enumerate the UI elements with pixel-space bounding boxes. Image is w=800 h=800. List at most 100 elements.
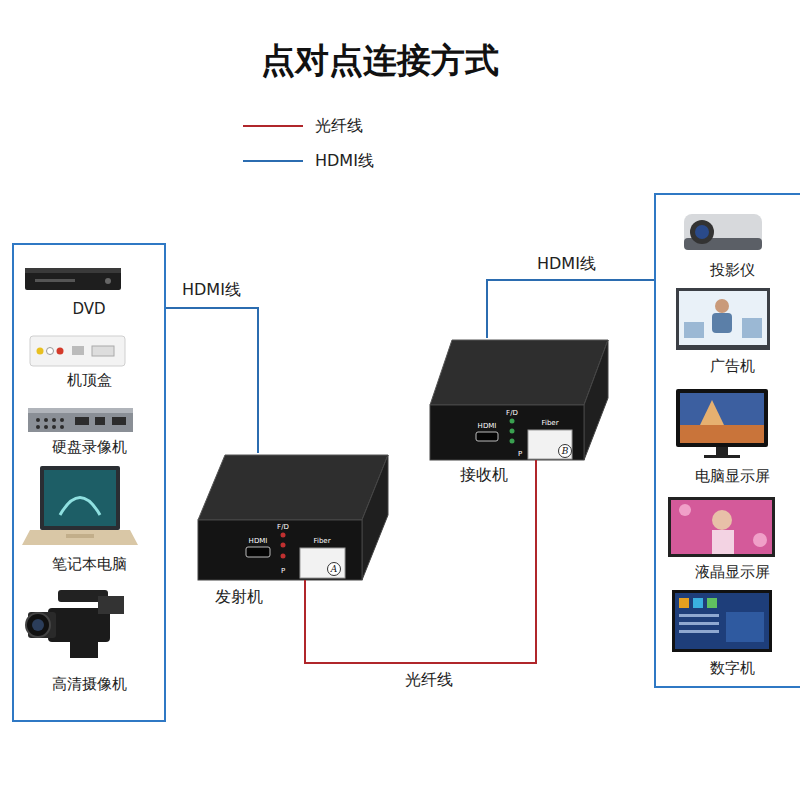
transmitter-box: 发射机 — [198, 453, 388, 580]
digital-tv-icon — [672, 590, 772, 652]
set-top-box-icon-part — [47, 348, 54, 355]
device-name: 数字机 — [656, 659, 800, 677]
laptop-icon-part — [22, 530, 138, 545]
unit-name: 接收机 — [460, 466, 508, 484]
transmitter-drawing-part — [246, 547, 270, 557]
receiver-drawing-part — [430, 340, 608, 405]
lcd-icon-part — [712, 530, 734, 554]
port-label: F/D — [277, 524, 289, 531]
transmitter-drawing-part — [362, 455, 388, 580]
drawing-part-part — [75, 417, 89, 425]
drawing-part-part — [52, 418, 56, 422]
camera-icon-part — [98, 596, 124, 614]
receiver-drawing-part — [559, 445, 572, 458]
device-name: 液晶显示屏 — [656, 563, 800, 581]
set-top-box-icon-part — [92, 346, 114, 356]
drawing-part-part — [95, 417, 105, 425]
laptop-icon-part — [60, 498, 100, 516]
lcd-icon-part — [712, 510, 732, 530]
transmitter-drawing-part — [328, 563, 341, 576]
digital-tv-icon-part — [675, 593, 769, 649]
cable-label: HDMI线 — [535, 255, 598, 273]
dvd-icon-part — [105, 278, 111, 284]
device-name: 高清摄像机 — [14, 675, 164, 693]
set-top-box-icon-part — [72, 346, 84, 355]
hdmi-cable — [487, 280, 654, 338]
monitor-icon-part — [716, 447, 728, 455]
receiver-drawing — [430, 340, 608, 460]
device-name: 广告机 — [656, 357, 800, 375]
transmitter-drawing-part — [281, 533, 286, 538]
display-panel: 投影仪广告机电脑显示屏液晶显示屏数字机 — [654, 193, 800, 688]
device-name: 笔记本电脑 — [14, 555, 164, 573]
projector-icon-part — [695, 225, 709, 239]
legend-lines-part — [243, 125, 303, 127]
receiver-drawing-part — [528, 430, 572, 459]
receiver-drawing-part — [510, 439, 515, 444]
port-label: HDMI — [249, 538, 268, 545]
port-label: P — [518, 451, 522, 458]
ad-machine-icon-part — [715, 299, 729, 313]
camera-icon-part — [32, 619, 44, 631]
camera-icon-part — [70, 642, 98, 658]
digital-tv-icon-part — [726, 612, 764, 642]
set-top-box-icon-part — [30, 336, 125, 366]
dvr-icon-part — [28, 408, 133, 432]
monitor-icon-part — [704, 455, 740, 458]
device-name: 机顶盒 — [14, 371, 164, 389]
laptop-icon-part — [44, 470, 116, 526]
transmitter-drawing-part — [281, 543, 286, 548]
port-label: Fiber — [541, 420, 558, 427]
digital-tv-icon-part — [679, 622, 719, 625]
set-top-box-icon-part — [37, 348, 44, 355]
hdmi-cable — [166, 308, 258, 453]
monitor-icon-part — [680, 393, 764, 443]
ad-machine-icon-part — [676, 288, 770, 350]
port-label: A — [331, 565, 338, 574]
transmitter-drawing-part — [281, 554, 286, 559]
port-label: F/D — [506, 410, 518, 417]
ad-machine-icon-part — [742, 318, 762, 338]
transmitter-drawing-part — [198, 455, 388, 520]
projector-icon-part — [684, 214, 762, 250]
dvd-icon — [25, 268, 121, 290]
ad-machine-icon-part — [679, 291, 767, 345]
monitor-icon — [676, 389, 768, 458]
digital-tv-icon-part — [679, 630, 719, 633]
dvd-icon-part — [25, 268, 121, 273]
laptop-icon — [22, 466, 138, 545]
monitor-icon-part — [700, 400, 724, 425]
camera-icon-part — [26, 613, 50, 637]
source-panel: DVD机顶盒硬盘录像机笔记本电脑高清摄像机 — [12, 243, 166, 722]
cable-label: 光纤线 — [403, 671, 455, 689]
drawing-part-part — [60, 425, 64, 429]
device-name: 投影仪 — [656, 261, 800, 279]
lcd-icon-part — [671, 500, 772, 554]
digital-tv-icon-part — [693, 598, 703, 608]
device-name: 电脑显示屏 — [656, 467, 800, 485]
ad-machine-icon-part — [712, 313, 732, 333]
title: 点对点连接方式 — [0, 38, 760, 84]
device-name: 硬盘录像机 — [14, 438, 164, 456]
digital-tv-icon-part — [707, 598, 717, 608]
port-label: P — [281, 568, 285, 575]
drawing-part-part — [36, 425, 40, 429]
legend-lines-part — [243, 160, 303, 162]
drawing-part-part — [44, 418, 48, 422]
dvr-icon-part — [28, 408, 133, 413]
ad-machine-icon — [676, 288, 770, 350]
digital-tv-icon-part — [679, 614, 719, 617]
monitor-icon-part — [676, 389, 768, 447]
receiver-box: 接收机 — [430, 338, 608, 460]
port-label: HDMI — [478, 423, 497, 430]
set-top-box-icon-part — [57, 348, 64, 355]
lcd-icon-part — [753, 533, 767, 547]
digital-tv-icon-part — [679, 598, 689, 608]
cable-label: HDMI线 — [180, 281, 243, 299]
receiver-drawing-part — [584, 340, 608, 460]
port-label: B — [562, 447, 569, 456]
ad-machine-icon-part — [684, 322, 704, 338]
receiver-drawing-part — [510, 419, 515, 424]
laptop-icon-part — [40, 466, 120, 530]
monitor-icon-part — [680, 425, 764, 443]
